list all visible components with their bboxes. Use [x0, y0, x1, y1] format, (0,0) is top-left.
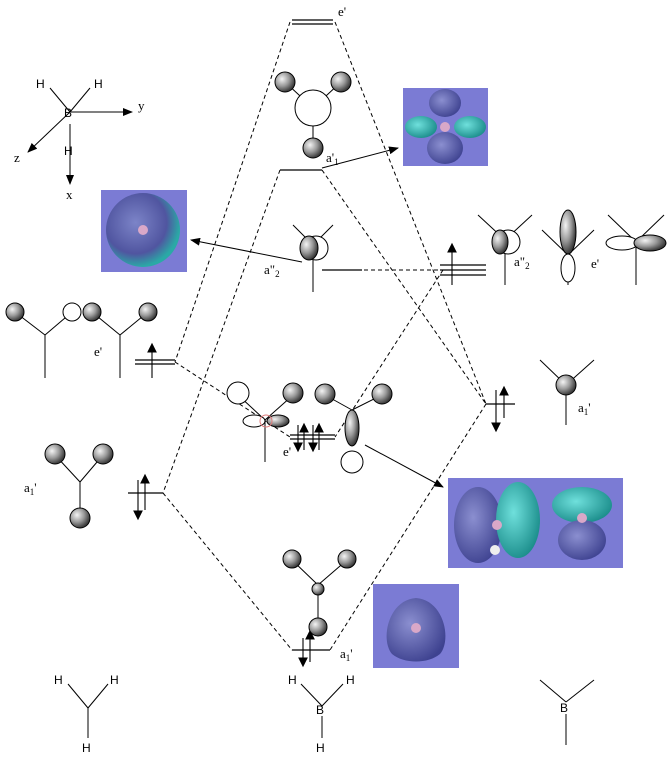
orbital-e-center-b: [314, 383, 393, 474]
atom-h-label: H: [64, 144, 73, 158]
label-e-right: e': [591, 256, 599, 271]
atom-h-label: H: [346, 673, 355, 687]
electron-arrows: [133, 242, 509, 668]
orbital-e-left: [5, 302, 158, 378]
axis-z-label: z: [14, 150, 20, 165]
label-e-left: e': [94, 344, 102, 359]
orbital-a1-top: [274, 71, 352, 159]
label-e-top: e': [338, 4, 346, 19]
label-a2-middle: a"2: [264, 262, 280, 279]
atom-b-label: B: [560, 701, 568, 715]
atom-h-label: H: [94, 77, 103, 91]
arrow-e-render: [364, 444, 444, 488]
fragment-b: B: [539, 679, 595, 745]
render-a2-sphere: [101, 190, 187, 272]
orbital-e-right-a: [541, 209, 595, 285]
atom-b-label: B: [316, 703, 324, 717]
label-a2-right: a"2: [514, 254, 530, 271]
label-a1-bottom: a1': [340, 646, 353, 663]
arrow-a1-render: [321, 146, 399, 169]
render-a1-bottom: [373, 584, 459, 668]
orbital-e-center-a: [226, 381, 304, 462]
atom-b-label: B: [64, 106, 72, 120]
label-e-center: e': [283, 444, 291, 459]
orbital-a2-middle: [292, 224, 334, 292]
atom-h-label: H: [82, 741, 91, 755]
render-a1-top: [403, 88, 488, 166]
orbital-a1-right: [539, 359, 595, 425]
label-a1-left: a1': [24, 480, 37, 497]
atom-h-label: H: [316, 741, 325, 755]
label-a1-right: a1': [578, 400, 591, 417]
orbital-a2-right: [477, 214, 533, 285]
orbital-a1-bottom: [282, 549, 357, 637]
axes-schematic: H H B H y z x: [14, 77, 145, 202]
render-e-pair: [448, 478, 623, 568]
orbital-a1-left: [44, 443, 114, 529]
fragment-h3: H H H: [54, 673, 119, 755]
axis-x-label: x: [66, 187, 73, 202]
atom-h-label: H: [36, 77, 45, 91]
atom-h-label: H: [54, 673, 63, 687]
orbital-e-right-b: [605, 214, 667, 285]
atom-h-label: H: [110, 673, 119, 687]
fragment-bh3: H H B H: [288, 673, 355, 755]
label-a1-top: a'1: [326, 150, 339, 167]
arrow-a2-render: [190, 237, 303, 263]
atom-h-label: H: [288, 673, 297, 687]
axis-y-label: y: [138, 98, 145, 113]
